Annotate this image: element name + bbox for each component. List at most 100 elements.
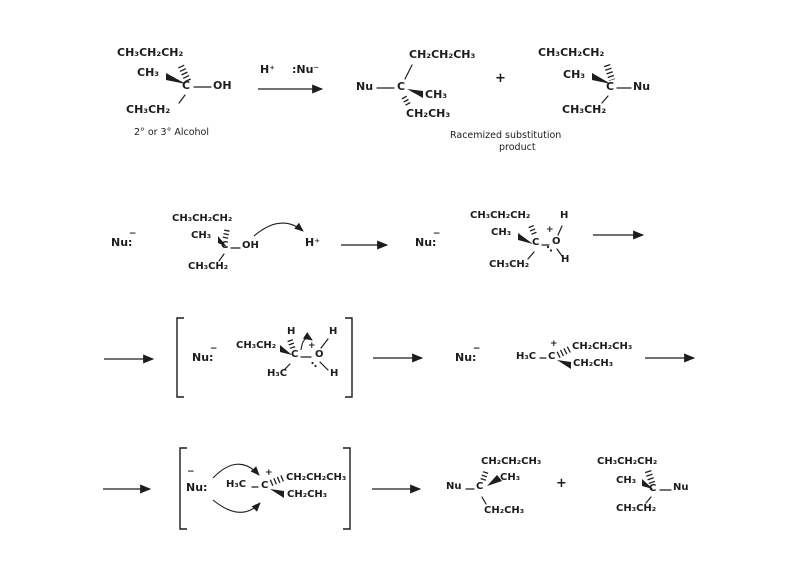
stereocenter-carbon: C [606,80,615,93]
formula-methyl: CH₃ [563,68,586,81]
right-bracket [345,317,353,398]
reactant-caption: 2° or 3° Alcohol [134,127,210,138]
oxygen-atom: O [552,236,561,247]
c-ethyl-bond [218,253,225,262]
nucleophile-label: :Nu⁻ [292,63,320,76]
wedge-bond [280,345,292,355]
formula-methyl: H₃C [516,351,537,362]
formula-propyl: CH₂CH₂CH₃ [572,341,633,352]
lone-pair-dot [314,364,317,368]
c-propyl-bond [404,64,413,80]
c-ethyl-bond [601,95,609,104]
hydroxyl-group: OH [242,240,259,251]
formula-methyl: CH₃ [491,227,512,238]
curved-arrow-attack-top [212,463,260,479]
curved-arrow-deprotonation [253,222,304,237]
stereocenter-carbon: C [532,237,540,248]
plus-sign: + [495,71,506,86]
wedge-bond [270,489,284,498]
wedge-bond [407,89,423,98]
c-ethyl-bond [481,496,487,505]
c-ethyl-bond [645,496,652,504]
hash-bond [556,346,572,358]
formula-propyl: CH₃CH₂CH₂ [172,213,233,224]
lone-pair-dot [549,249,553,252]
plus-charge: + [308,341,316,351]
nu-group: Nu [673,482,689,493]
formula-methyl: CH₃ [425,88,448,101]
right-bracket [343,447,351,530]
nu-symbol: Nu: [186,481,208,494]
hydrogen-atom: H [560,210,569,221]
formula-propyl: CH₃CH₂CH₂ [538,46,605,59]
wedge-bond [487,475,502,486]
product-retention-bonds [376,64,423,108]
plus-charge: + [546,225,554,235]
nu-group: Nu [633,80,651,93]
hydrogen-atom: H [561,254,570,265]
hash-bond [528,224,538,238]
plus-charge: + [265,468,273,478]
stereocenter-carbon: C [291,349,299,360]
o-h-lower-bond [556,248,563,257]
product-a-bonds [465,470,502,505]
wedge-bond [218,236,227,247]
formula-ethyl: CH₃CH₂ [188,261,229,272]
hash-bond [222,229,230,241]
hash-bond [269,475,285,486]
formula-ethyl: CH₃CH₂ [126,103,171,116]
nucleophile-anion: Nu:− [192,345,217,364]
hash-bond [603,63,616,82]
formula-propyl: CH₃CH₂CH₂ [470,210,531,221]
hash-bond [178,64,191,83]
o-h-lower-bond [319,361,329,371]
stereocenter-carbon: C [476,481,484,492]
c-methyl-bond [284,363,291,370]
formula-ethyl: CH₃CH₂ [236,340,277,351]
minus-charge: − [209,344,218,354]
minus-charge: − [128,229,137,239]
formula-methyl: H₃C [226,479,247,490]
stereocenter-carbon: C [261,480,269,491]
stereocenter-carbon: C [221,240,229,251]
stereocenter-carbon: C [182,79,191,92]
hash-bond [480,470,489,481]
hydroxyl-group: OH [213,79,232,92]
proton-label: H⁺ [305,236,321,249]
plus-sign: + [556,476,567,491]
formula-propyl: CH₂CH₂CH₃ [286,472,347,483]
hash-bond [401,95,412,108]
wedge-bond [592,73,611,84]
formula-methyl: H₃C [267,368,288,379]
plus-charge: + [550,339,558,349]
formula-methyl: CH₃ [191,230,212,241]
hash-bond [644,469,656,485]
hydrogen-atom: H [329,326,338,337]
product-b-bonds [642,469,672,504]
wedge-bond [518,233,533,244]
transition-state-bonds [280,338,329,371]
wedge-bond [642,479,653,489]
left-bracket [179,447,187,530]
c-ethyl-bond [178,94,186,104]
nu-group: Nu [446,481,462,492]
minus-charge: − [472,344,481,354]
lone-pair-dot [311,361,314,365]
oxonium-bonds [518,224,563,260]
product-caption-line2: product [499,142,536,153]
carbocation-bonds-bracketed [251,475,285,498]
formula-methyl: CH₃ [500,472,521,483]
proton-label: H⁺ [260,63,276,76]
stereocenter-carbon: C [548,351,556,362]
alcohol-bonds [218,229,241,262]
nucleophile-anion: Nu:− [415,230,440,249]
nu-symbol: Nu: [192,351,214,364]
hydrogen-atom: H [330,368,339,379]
curved-arrow-attack-bottom [212,499,261,513]
nucleophile-anion: Nu:− [111,230,136,249]
wedge-bond [557,360,571,369]
product-caption-line1: Racemized substitution [450,130,562,141]
minus-charge: − [432,229,441,239]
formula-ethyl: CH₃CH₂ [489,259,530,270]
